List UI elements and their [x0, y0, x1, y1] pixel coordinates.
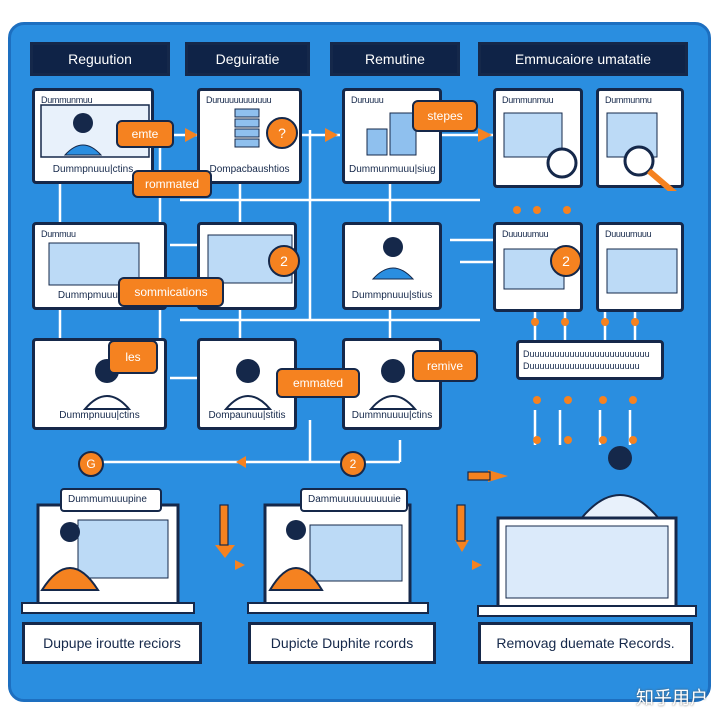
header-remutine: Remutine: [330, 42, 460, 76]
header-deguiratie: Deguiratie: [185, 42, 310, 76]
badge-question: ?: [266, 117, 298, 149]
bottom-label-3: Removag duemate Records.: [478, 622, 693, 664]
laptop-label-middle: Dammuuuuuuuuuuie: [300, 488, 408, 512]
tag-emte: emte: [116, 120, 174, 148]
long-record-box: Duuuuuuuuuuuuuuuuuuuuuuuu Duuuuuuuuuuuuu…: [516, 340, 664, 380]
laptop-right: [477, 446, 697, 617]
bottom-label-1: Dupupe iroutte reciors: [22, 622, 202, 664]
badge-2b: 2: [550, 245, 582, 277]
card-person-8: Dummpnuuu|stius: [342, 222, 442, 310]
watermark: 知乎用户: [636, 688, 708, 708]
card-table-5: Dummunmu: [596, 88, 684, 191]
person-icon: [368, 359, 418, 410]
tag-rommated: rommated: [132, 170, 212, 198]
person-icon: [371, 237, 415, 280]
card-table-4: Dummunmuu: [493, 88, 583, 188]
header-reguution: Reguution: [30, 42, 170, 76]
tag-remive: remive: [412, 350, 478, 382]
badge-g: G: [78, 451, 104, 477]
badge-2c: 2: [340, 451, 366, 477]
laptop-left: [21, 503, 195, 614]
person-icon: [223, 359, 273, 410]
bottom-label-2: Dupicte Duphite rcords: [248, 622, 436, 664]
stack-icon: [366, 112, 417, 156]
card-data-3: Duruuuu Dummunmuuu|siug: [342, 88, 442, 184]
badge-2a: 2: [268, 245, 300, 277]
card-table-10: Duuuumuuu: [596, 222, 684, 312]
table-icon: [606, 248, 678, 294]
table-icon: [503, 112, 578, 179]
laptop-middle: [247, 503, 429, 614]
laptop-label-left: Dummumuuupine: [60, 488, 162, 512]
tag-emmated: emmated: [276, 368, 360, 398]
stack-icon: [234, 108, 260, 148]
card-table-9: Duuuuumuu: [493, 222, 583, 312]
tag-les: les: [108, 340, 158, 374]
header-emmucaiore: Emmucaiore umatatie: [478, 42, 688, 76]
magnifier-icon: [606, 112, 677, 191]
tag-stepes: stepes: [412, 100, 478, 132]
tag-sommications: sommications: [118, 277, 224, 307]
